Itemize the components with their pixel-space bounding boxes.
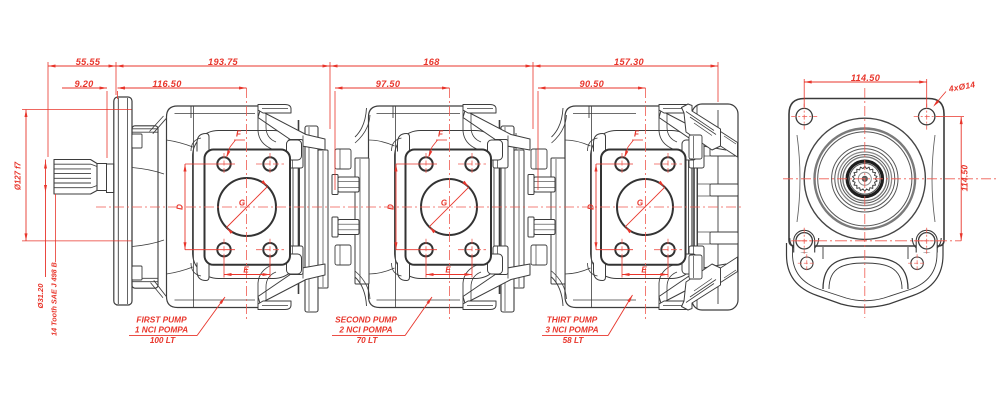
svg-text:Ø127 f7: Ø127 f7 xyxy=(14,161,23,190)
svg-text:D: D xyxy=(387,204,396,210)
svg-text:4xØ14: 4xØ14 xyxy=(947,79,976,94)
svg-text:E: E xyxy=(243,266,249,275)
svg-text:F: F xyxy=(236,130,242,139)
svg-text:90.50: 90.50 xyxy=(580,79,605,89)
svg-text:114.50: 114.50 xyxy=(960,165,970,192)
svg-text:55.55: 55.55 xyxy=(76,57,101,67)
svg-text:14 Tooth SAE J 498 B: 14 Tooth SAE J 498 B xyxy=(50,262,59,336)
svg-text:Ø31.20: Ø31.20 xyxy=(36,283,45,309)
svg-text:70 LT: 70 LT xyxy=(357,336,379,345)
svg-text:2 NCI POMPA: 2 NCI POMPA xyxy=(338,325,392,335)
svg-text:G: G xyxy=(239,199,245,208)
svg-text:3 NCI POMPA: 3 NCI POMPA xyxy=(545,325,598,335)
svg-text:97.50: 97.50 xyxy=(376,79,401,89)
svg-text:D: D xyxy=(176,204,185,210)
svg-text:SECOND PUMP: SECOND PUMP xyxy=(335,315,397,325)
svg-text:G: G xyxy=(637,199,643,208)
svg-text:9.20: 9.20 xyxy=(74,79,94,89)
svg-text:D: D xyxy=(587,204,596,210)
svg-text:G: G xyxy=(441,199,447,208)
svg-text:100 LT: 100 LT xyxy=(150,336,176,345)
svg-text:THIRT PUMP: THIRT PUMP xyxy=(547,315,598,325)
svg-text:FIRST PUMP: FIRST PUMP xyxy=(136,315,187,325)
svg-text:116.50: 116.50 xyxy=(152,79,182,89)
svg-text:157.30: 157.30 xyxy=(614,57,644,67)
svg-text:168: 168 xyxy=(423,57,440,67)
svg-text:E: E xyxy=(445,266,451,275)
svg-text:F: F xyxy=(438,130,444,139)
svg-text:193.75: 193.75 xyxy=(208,57,238,67)
svg-text:58 LT: 58 LT xyxy=(563,336,585,345)
svg-text:1 NCI POMPA: 1 NCI POMPA xyxy=(135,325,188,335)
svg-text:F: F xyxy=(634,130,640,139)
svg-text:114.50: 114.50 xyxy=(851,73,881,83)
svg-text:E: E xyxy=(641,266,647,275)
